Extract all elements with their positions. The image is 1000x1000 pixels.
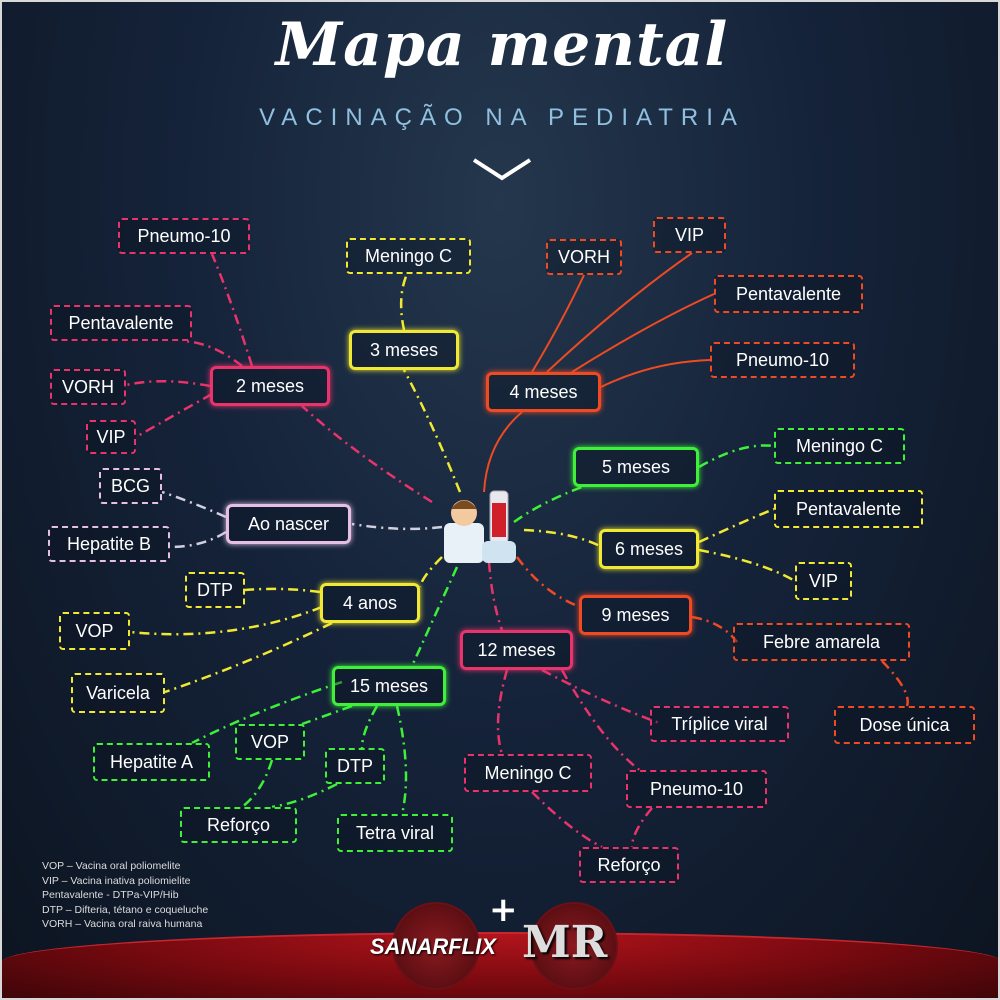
legend-item: DTP – Difteria, tétano e coqueluche [42, 903, 209, 916]
leaf-reforco[interactable]: Reforço [579, 847, 679, 883]
footer-band [2, 932, 998, 998]
leaf-triplice-viral[interactable]: Tríplice viral [650, 706, 789, 742]
legend-item: VORH – Vacina oral raiva humana [42, 918, 203, 930]
leaf-pentavalente[interactable]: Pentavalente [714, 275, 863, 313]
legend-item: Pentavalente - DTPa-VIP/Hib [42, 889, 179, 901]
logo-circle [530, 902, 618, 990]
legend-item: VOP – Vacina oral poliomelite [42, 860, 181, 872]
leaf-vop[interactable]: VOP [59, 612, 130, 650]
leaf-dtp[interactable]: DTP [325, 748, 385, 784]
sanarflix-logo: SANARFLIX [370, 934, 496, 959]
hub-4-meses[interactable]: 4 meses [486, 372, 601, 412]
chevron-down-icon [472, 158, 532, 181]
lines-2-meses [125, 253, 433, 504]
leaf-meningo-c[interactable]: Meningo C [774, 428, 905, 464]
leaf-dose-unica[interactable]: Dose única [834, 706, 975, 744]
hub-15-meses[interactable]: 15 meses [332, 666, 446, 706]
leaf-tetra-viral[interactable]: Tetra viral [337, 814, 453, 852]
abbreviation-legend: VOP – Vacina oral poliomelite VIP – Vaci… [42, 859, 208, 932]
hub-12-meses[interactable]: 12 meses [460, 630, 573, 670]
leaf-febre-amarela[interactable]: Febre amarela [733, 623, 910, 661]
hub-ao-nascer[interactable]: Ao nascer [226, 504, 351, 544]
leaf-meningo-c[interactable]: Meningo C [346, 238, 471, 274]
leaf-vop[interactable]: VOP [235, 724, 305, 760]
plus-icon: + [489, 890, 518, 930]
leaf-vip[interactable]: VIP [795, 562, 852, 600]
leaf-vip[interactable]: VIP [86, 420, 136, 454]
leaf-vorh[interactable]: VORH [546, 239, 622, 275]
leaf-vip[interactable]: VIP [653, 217, 726, 253]
leaf-hepatite-b[interactable]: Hepatite B [48, 526, 170, 562]
subtitle: VACINAÇÃO NA PEDIATRIA [259, 104, 745, 131]
leaf-hepatite-a[interactable]: Hepatite A [93, 743, 210, 781]
leaf-pneumo-10[interactable]: Pneumo-10 [118, 218, 250, 254]
leaf-pneumo-10[interactable]: Pneumo-10 [710, 342, 855, 378]
title: Mapa mental [275, 10, 729, 80]
legend-item: VIP – Vacina inativa poliomielite [42, 874, 191, 887]
leaf-bcg[interactable]: BCG [99, 468, 162, 504]
logo-circle [392, 902, 480, 990]
doctor-vaccine-illustration [444, 490, 516, 563]
leaf-vorh[interactable]: VORH [50, 369, 126, 405]
hub-6-meses[interactable]: 6 meses [599, 529, 699, 569]
leaf-dtp[interactable]: DTP [185, 572, 245, 608]
hub-9-meses[interactable]: 9 meses [579, 595, 692, 635]
leaf-pneumo-10[interactable]: Pneumo-10 [626, 770, 767, 808]
mr-logo: MR [522, 917, 608, 968]
leaf-meningo-c[interactable]: Meningo C [464, 754, 592, 792]
hub-4-anos[interactable]: 4 anos [320, 583, 420, 623]
leaf-pentavalente[interactable]: Pentavalente [50, 305, 192, 341]
leaf-varicela[interactable]: Varicela [71, 673, 165, 713]
leaf-pentavalente[interactable]: Pentavalente [774, 490, 923, 528]
hub-5-meses[interactable]: 5 meses [573, 447, 699, 487]
leaf-reforco[interactable]: Reforço [180, 807, 297, 843]
hub-3-meses[interactable]: 3 meses [349, 330, 459, 370]
hub-2-meses[interactable]: 2 meses [210, 366, 330, 406]
